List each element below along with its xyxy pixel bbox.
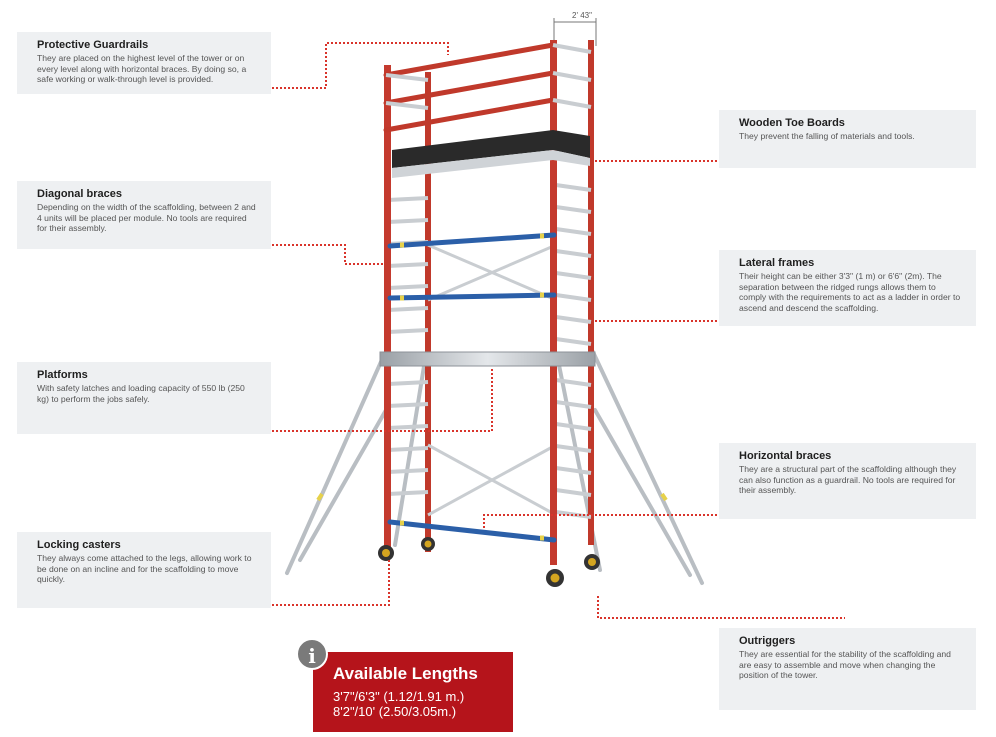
callout-wooden-toe-boards: Wooden Toe Boards They prevent the falli… (719, 110, 976, 168)
callout-text: They always come attached to the legs, a… (37, 553, 252, 585)
width-dimension-label: 2' 43" (572, 11, 592, 20)
callout-title: Locking casters (37, 539, 121, 551)
lateral-frame-rungs (387, 183, 592, 519)
callout-text: They prevent the falling of materials an… (739, 131, 915, 141)
front-frame (384, 40, 557, 565)
wooden-toe-boards (392, 130, 590, 178)
callout-title: Diagonal braces (37, 188, 122, 200)
callout-title: Platforms (37, 369, 88, 381)
diagonal-braces (427, 243, 557, 517)
callout-protective-guardrails: Protective Guardrails They are placed on… (17, 32, 271, 94)
callout-title: Outriggers (739, 635, 796, 647)
callout-text: With safety latches and loading capacity… (37, 383, 245, 404)
available-length-long: 8'2"/10' (2.50/3.05m.) (333, 704, 457, 719)
outriggers (285, 350, 704, 585)
callout-platforms: Platforms With safety latches and loadin… (17, 362, 271, 434)
callout-title: Horizontal braces (739, 450, 832, 462)
rear-frame (425, 40, 594, 552)
callout-title: Wooden Toe Boards (739, 117, 845, 129)
width-dimension (553, 18, 597, 46)
callout-text: They are a structural part of the scaffo… (739, 464, 957, 496)
info-icon: i (296, 638, 328, 670)
available-lengths-title: Available Lengths (333, 664, 478, 683)
callout-text: Depending on the width of the scaffoldin… (37, 202, 256, 234)
callout-title: Lateral frames (739, 257, 815, 269)
locking-casters (378, 537, 600, 587)
callout-horizontal-braces: Horizontal braces They are a structural … (719, 443, 976, 519)
protective-guardrails (383, 42, 556, 133)
available-length-short: 3'7"/6'3" (1.12/1.91 m.) (333, 689, 465, 704)
callout-text: They are placed on the highest level of … (37, 53, 247, 85)
callout-title: Protective Guardrails (37, 39, 149, 51)
callout-locking-casters: Locking casters They always come attache… (17, 532, 271, 608)
callout-diagonal-braces: Diagonal braces Depending on the width o… (17, 181, 271, 249)
callout-lateral-frames: Lateral frames Their height can be eithe… (719, 250, 976, 326)
available-lengths-panel: Available Lengths 3'7"/6'3" (1.12/1.91 m… (313, 652, 513, 732)
callout-outriggers: Outriggers They are essential for the st… (719, 628, 976, 710)
callout-text: They are essential for the stability of … (739, 649, 951, 681)
callout-text: Their height can be either 3'3" (1 m) or… (739, 271, 961, 313)
horizontal-braces (387, 232, 557, 543)
platform (379, 351, 596, 367)
